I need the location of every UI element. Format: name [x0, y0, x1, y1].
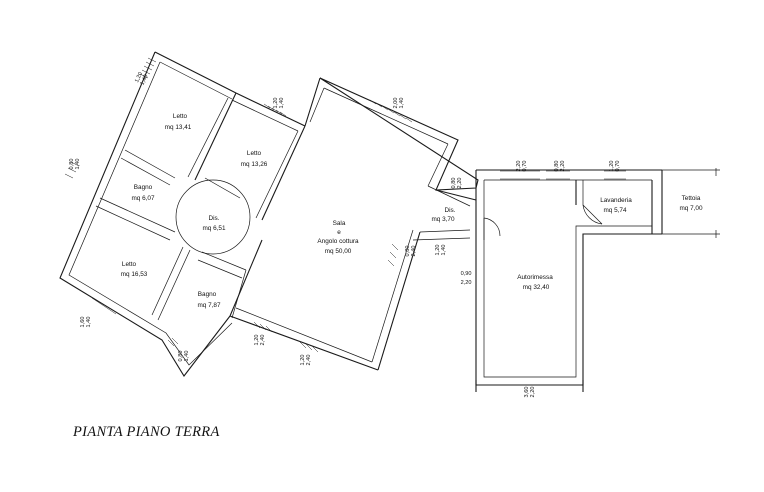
room-sala-area: mq 50,00 — [325, 248, 352, 255]
dimension-label: 1,20 0,70 — [609, 161, 621, 172]
window-garage-top — [500, 170, 626, 180]
dimension-label: 1,20 2,40 — [300, 355, 312, 366]
svg-text:0,80: 0,80 — [405, 246, 411, 257]
room-autorimessa-area: mq 32,40 — [523, 284, 550, 291]
svg-text:2,40: 2,40 — [260, 335, 266, 346]
svg-text:2,20: 2,20 — [530, 387, 536, 398]
dimension-label: 0,80 1,40 — [69, 159, 81, 170]
svg-text:1,20: 1,20 — [273, 98, 279, 109]
room-sala-name-2: Angolo cottura — [317, 238, 359, 245]
window-hatch — [64, 161, 80, 179]
svg-text:0,80: 0,80 — [178, 351, 184, 362]
dimension-label: 0,80 2,20 — [451, 178, 463, 189]
svg-text:1,40: 1,40 — [75, 159, 81, 170]
window-hatch — [139, 57, 157, 79]
room-tettoia-name: Tettoia — [682, 195, 701, 202]
room-letto-1-name: Letto — [173, 113, 188, 120]
dimension-label: 2,00 1,40 — [393, 98, 405, 109]
svg-text:1,40: 1,40 — [399, 98, 405, 109]
dimension-label: 0,80 2,20 — [554, 161, 566, 172]
window-hatch — [253, 321, 273, 333]
svg-text:1,20: 1,20 — [254, 335, 260, 346]
room-labels: Letto mq 13,41 Letto mq 13,26 Bagno mq 6… — [121, 113, 703, 309]
svg-text:3,60: 3,60 — [524, 387, 530, 398]
svg-text:2,40: 2,40 — [411, 246, 417, 257]
svg-text:0,80: 0,80 — [451, 178, 457, 189]
svg-text:1,60: 1,60 — [80, 317, 86, 328]
room-letto-2-area: mq 13,26 — [241, 161, 268, 168]
svg-text:1,40: 1,40 — [184, 351, 190, 362]
svg-text:0,80: 0,80 — [69, 159, 75, 170]
dimension-label: 0,80 2,40 — [405, 246, 417, 257]
window-hatch — [369, 99, 413, 123]
svg-text:1,40: 1,40 — [441, 245, 447, 256]
room-letto-3-area: mq 16,53 — [121, 271, 148, 278]
room-dis-1-name: Dis. — [208, 215, 219, 222]
room-bagno-2-area: mq 7,87 — [197, 302, 221, 309]
window-hatch — [91, 297, 117, 315]
room-tettoia-area: mq 7,00 — [679, 205, 703, 212]
svg-text:2,20: 2,20 — [516, 161, 522, 172]
room-sala-conj: e — [337, 229, 341, 236]
dimension-label: 1,20 1,40 — [435, 245, 447, 256]
svg-text:0,70: 0,70 — [615, 161, 621, 172]
svg-text:1,40: 1,40 — [86, 317, 92, 328]
room-dis-2-name: Dis. — [444, 207, 455, 214]
dimension-label: 2,20 0,70 — [516, 161, 528, 172]
svg-text:2,40: 2,40 — [306, 355, 312, 366]
svg-text:0,90: 0,90 — [461, 271, 472, 277]
room-bagno-1-name: Bagno — [134, 184, 153, 191]
dimension-label: 1,20 1,40 — [273, 98, 285, 109]
room-letto-3-name: Letto — [122, 261, 137, 268]
svg-text:0,70: 0,70 — [522, 161, 528, 172]
svg-text:2,20: 2,20 — [457, 178, 463, 189]
svg-text:2,20: 2,20 — [560, 161, 566, 172]
room-sala-name: Sala — [333, 220, 346, 227]
window-hatch — [387, 243, 399, 267]
svg-text:1,40: 1,40 — [140, 74, 150, 86]
plan-title: PIANTA PIANO TERRA — [73, 424, 220, 440]
walls-sala — [229, 77, 479, 371]
room-lavanderia-area: mq 5,74 — [603, 207, 627, 214]
svg-text:2,20: 2,20 — [461, 280, 472, 286]
room-dis-2-area: mq 3,70 — [431, 216, 455, 223]
room-letto-1-area: mq 13,41 — [165, 124, 192, 131]
walls-left-wing — [59, 51, 306, 377]
svg-text:0,80: 0,80 — [554, 161, 560, 172]
room-bagno-2-name: Bagno — [198, 291, 217, 298]
room-lavanderia-name: Lavanderia — [600, 197, 632, 204]
window-hatch — [167, 337, 179, 347]
room-dis-1-area: mq 6,51 — [202, 225, 226, 232]
svg-text:1,20: 1,20 — [300, 355, 306, 366]
dimension-label: 3,60 2,20 — [524, 387, 536, 398]
dimension-labels: 1,20 1,40 1,20 1,40 2,00 1,40 0,80 1,40 … — [69, 71, 621, 397]
room-bagno-1-area: mq 6,07 — [131, 195, 155, 202]
window-hatch — [263, 103, 287, 117]
svg-text:1,20: 1,20 — [134, 71, 144, 83]
svg-text:1,40: 1,40 — [279, 98, 285, 109]
room-autorimessa-name: Autorimessa — [517, 274, 553, 281]
svg-text:1,20: 1,20 — [609, 161, 615, 172]
dimension-label: 1,20 1,40 — [134, 71, 149, 86]
dimension-label: 1,60 1,40 — [80, 317, 92, 328]
dimension-label: 0,90 2,20 — [461, 271, 472, 286]
walls-garage-block — [475, 168, 720, 392]
room-letto-2-name: Letto — [247, 150, 262, 157]
dimension-label: 1,20 2,40 — [254, 335, 266, 346]
window-hatch — [299, 341, 319, 353]
windows — [64, 57, 626, 353]
svg-text:1,20: 1,20 — [435, 245, 441, 256]
dimension-label: 0,80 1,40 — [178, 351, 190, 362]
svg-text:2,00: 2,00 — [393, 98, 399, 109]
